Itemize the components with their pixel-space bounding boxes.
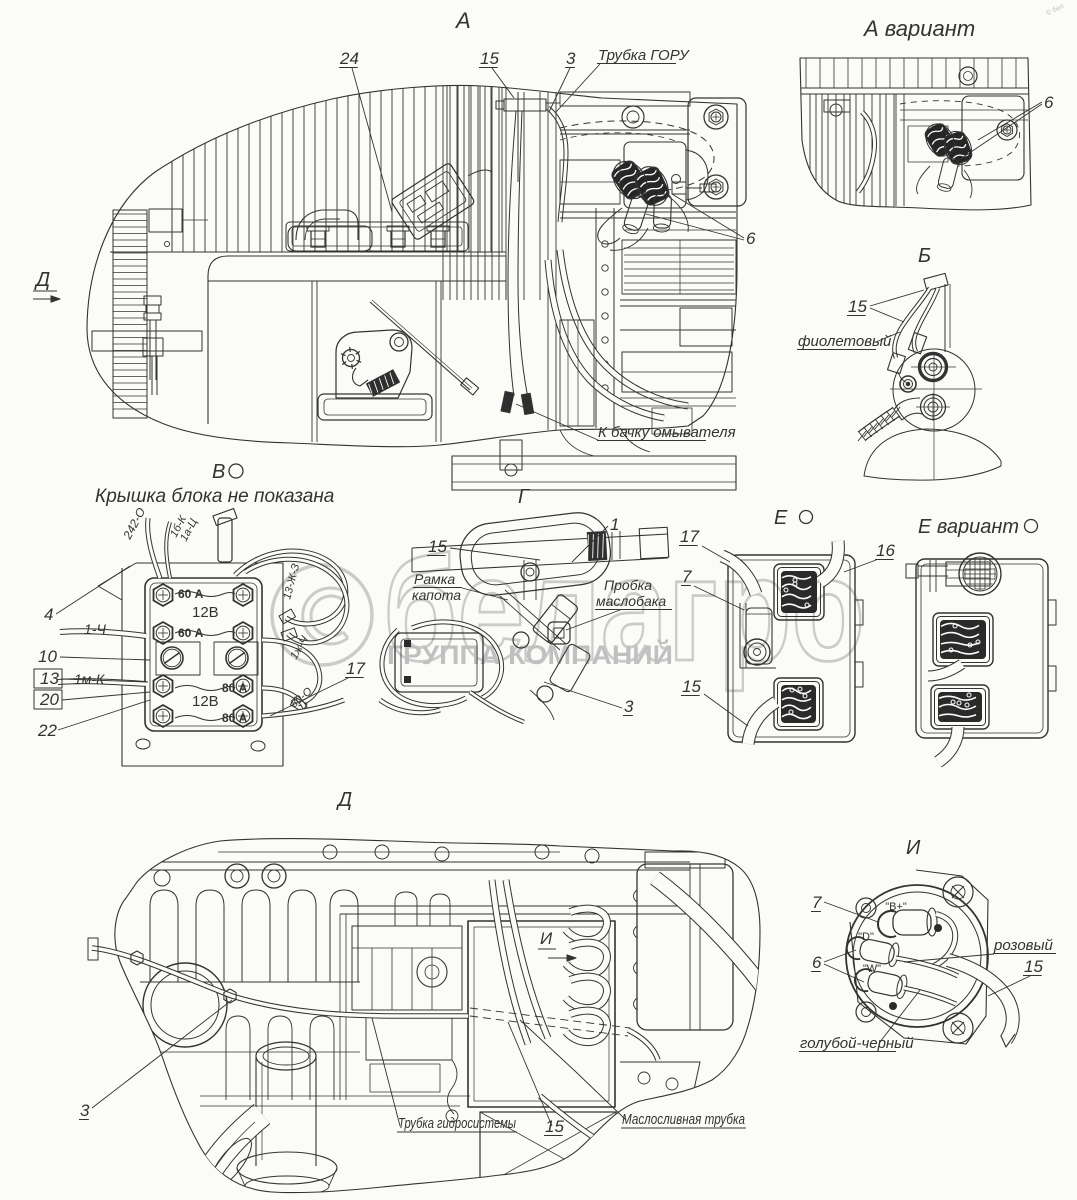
- svg-text:13: 13: [40, 669, 59, 688]
- svg-text:голубой-черный: голубой-черный: [800, 1035, 914, 1052]
- svg-text:3: 3: [624, 697, 634, 716]
- svg-text:6: 6: [1044, 93, 1054, 112]
- svg-text:1м-К: 1м-К: [74, 671, 105, 687]
- svg-text:60 А: 60 А: [178, 626, 204, 640]
- svg-text:80 А: 80 А: [222, 681, 248, 695]
- svg-text:7: 7: [812, 893, 822, 912]
- svg-text:Трубка гидросистемы: Трубка гидросистемы: [398, 1115, 516, 1132]
- svg-text:розовый: розовый: [993, 937, 1054, 954]
- svg-text:Е вариант: Е вариант: [918, 516, 1019, 538]
- svg-text:Е: Е: [774, 507, 788, 529]
- svg-text:ГРУППА КОМПАНИЙ: ГРУППА КОМПАНИЙ: [387, 639, 673, 670]
- svg-text:фиолетовый: фиолетовый: [798, 333, 892, 350]
- svg-text:12В: 12В: [192, 604, 219, 621]
- svg-text:Крышка блока не показана: Крышка блока не показана: [95, 486, 334, 507]
- svg-text:6: 6: [812, 953, 822, 972]
- svg-text:Б: Б: [918, 245, 931, 267]
- svg-text:15: 15: [545, 1117, 564, 1136]
- svg-text:7: 7: [682, 567, 692, 586]
- svg-text:20: 20: [39, 690, 59, 709]
- svg-text:А вариант: А вариант: [862, 16, 975, 41]
- svg-text:Г: Г: [518, 486, 531, 508]
- svg-text:15: 15: [428, 537, 447, 556]
- svg-text:1-Ч: 1-Ч: [84, 621, 106, 637]
- svg-text:80 А: 80 А: [222, 711, 248, 725]
- svg-text:1: 1: [610, 515, 619, 534]
- svg-text:И: И: [540, 929, 553, 948]
- svg-text:Рамка: Рамка: [414, 571, 455, 587]
- svg-text:3: 3: [80, 1101, 90, 1120]
- svg-text:К бачку омывателя: К бачку омывателя: [598, 424, 736, 441]
- svg-text:Д: Д: [336, 789, 352, 811]
- svg-text:Трубка ГОРУ: Трубка ГОРУ: [598, 47, 690, 64]
- svg-text:капота: капота: [412, 587, 461, 603]
- svg-text:10: 10: [38, 647, 57, 666]
- svg-text:17: 17: [346, 659, 365, 678]
- svg-text:17: 17: [680, 527, 699, 546]
- svg-text:Д: Д: [34, 269, 50, 291]
- svg-text:Пробка: Пробка: [604, 577, 652, 593]
- svg-text:12В: 12В: [192, 693, 219, 710]
- svg-text:6: 6: [746, 229, 756, 248]
- svg-text:60 А: 60 А: [178, 587, 204, 601]
- svg-text:15: 15: [480, 49, 499, 68]
- svg-text:15: 15: [848, 297, 867, 316]
- svg-text:3: 3: [566, 49, 576, 68]
- svg-text:15: 15: [1024, 957, 1043, 976]
- svg-text:В: В: [212, 461, 225, 483]
- svg-text:24: 24: [339, 49, 359, 68]
- svg-text:маслобака: маслобака: [596, 593, 666, 609]
- svg-text:4: 4: [44, 605, 53, 624]
- svg-text:А: А: [454, 8, 471, 33]
- svg-text:16: 16: [876, 541, 895, 560]
- svg-text:И: И: [906, 837, 921, 859]
- svg-text:Маслосливная трубка: Маслосливная трубка: [622, 1111, 745, 1128]
- svg-text:22: 22: [37, 721, 57, 740]
- svg-text:15: 15: [682, 677, 701, 696]
